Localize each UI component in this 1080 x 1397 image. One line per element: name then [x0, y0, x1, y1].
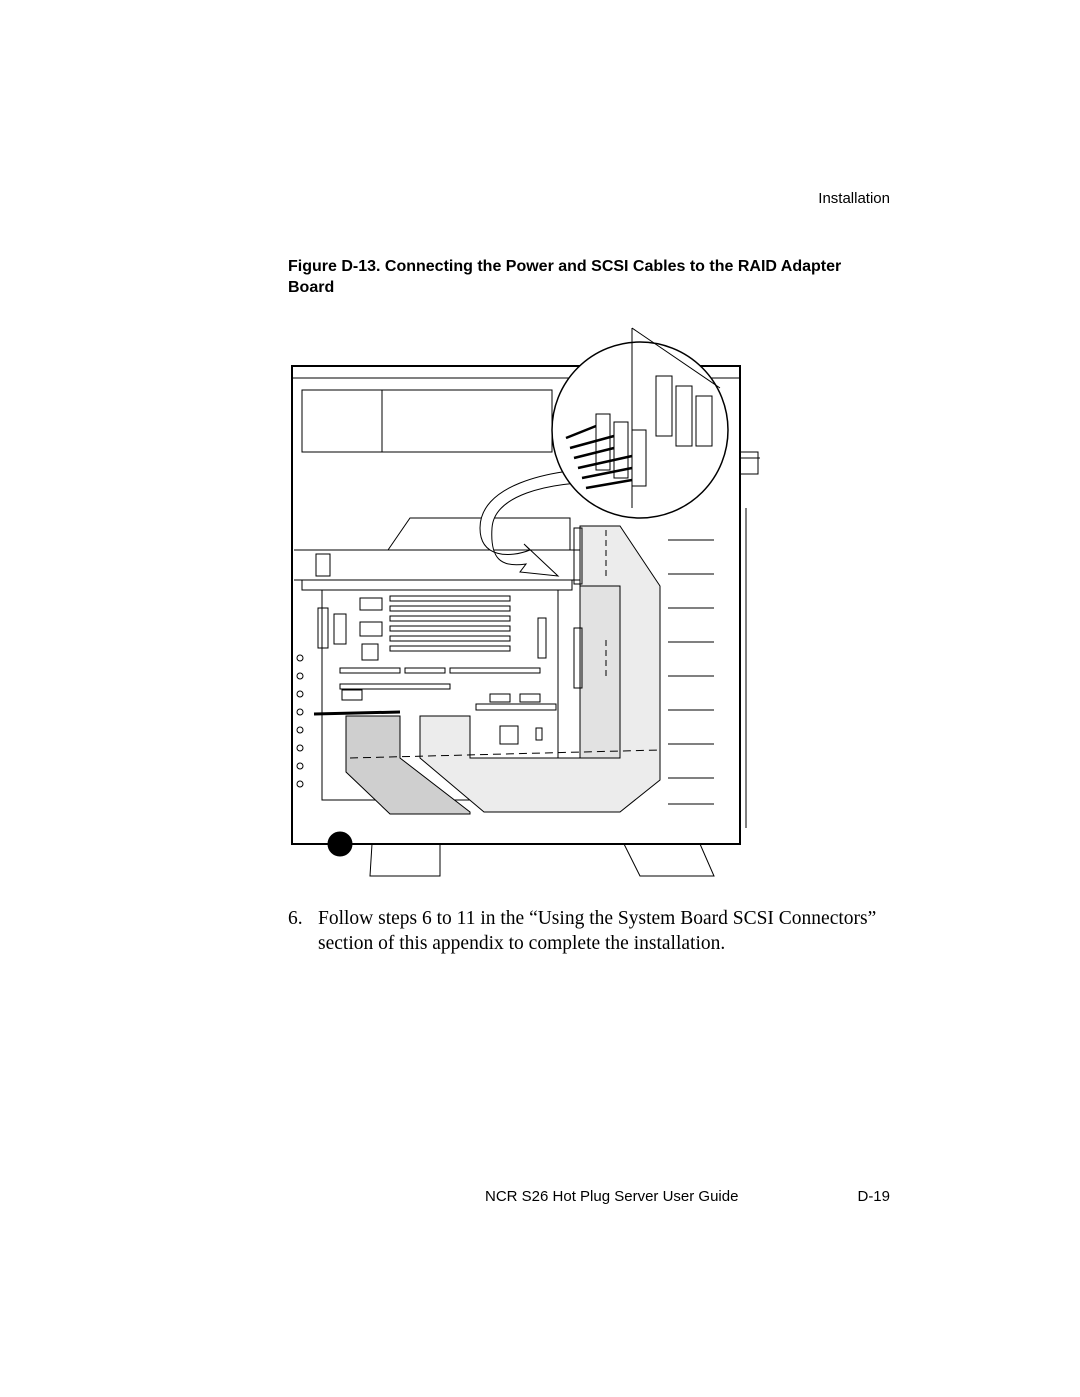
chassis-feet: [327, 831, 715, 877]
footer-document-title: NCR S26 Hot Plug Server User Guide: [485, 1188, 739, 1205]
rear-panel-connectors: [296, 553, 347, 788]
step-number: 6.: [288, 908, 303, 929]
memory-slots: [389, 595, 511, 652]
power-cable-wires: [565, 424, 633, 490]
step-text: Follow steps 6 to 11 in the “Using the S…: [318, 908, 877, 954]
drive-bays: [668, 451, 760, 828]
power-supply-bay: [301, 389, 383, 453]
figure-illustration: [280, 318, 800, 886]
chassis-outline: [291, 365, 741, 845]
footer-page-number: D-19: [857, 1188, 890, 1205]
instruction-step: 6. Follow steps 6 to 11 in the “Using th…: [288, 906, 908, 956]
running-header: Installation: [818, 190, 890, 207]
scsi-cable-inner: [345, 715, 471, 815]
figure-caption: Figure D-13. Connecting the Power and SC…: [288, 258, 842, 296]
connection-arrow: [479, 467, 621, 577]
